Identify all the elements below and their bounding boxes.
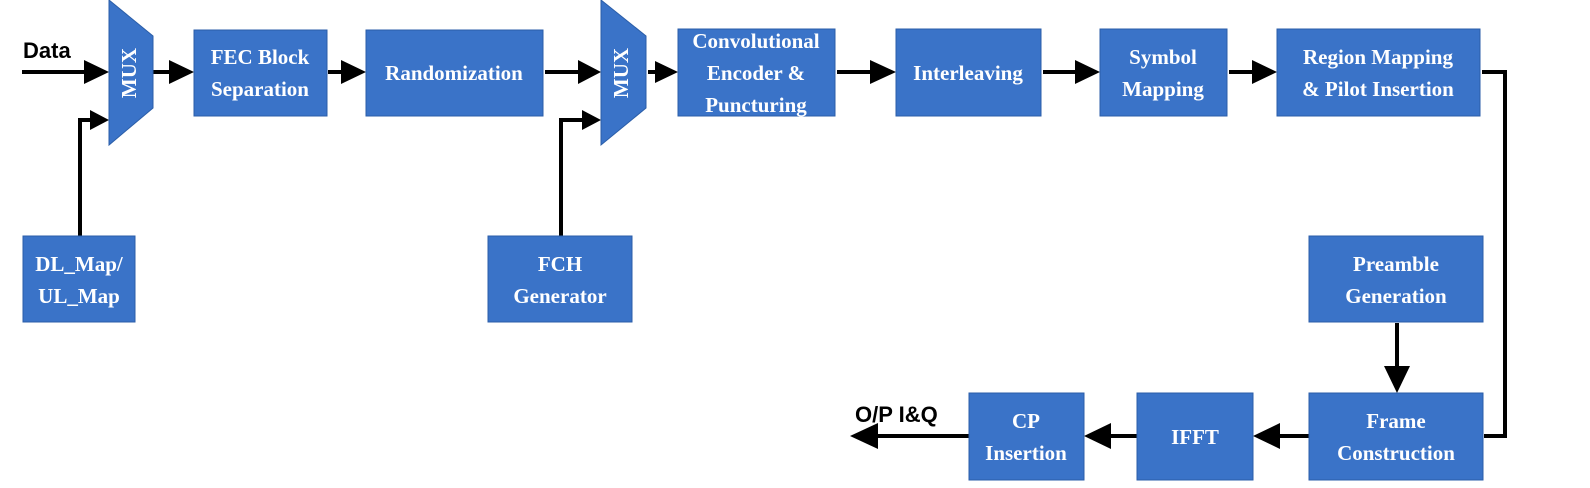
block-label-line: Puncturing bbox=[705, 93, 807, 117]
block-label-line: Encoder & bbox=[707, 61, 805, 85]
region-mapping-block-label: Region Mapping & Pilot Insertion bbox=[1302, 45, 1454, 101]
arrowhead bbox=[1075, 60, 1100, 84]
arrowhead bbox=[578, 60, 601, 84]
block-label-line: FCH bbox=[538, 252, 582, 276]
block-label-line: IFFT bbox=[1171, 425, 1219, 449]
dl-ul-map-block-label: DL_Map/UL_Map bbox=[35, 252, 124, 308]
randomization-block: Randomization bbox=[365, 29, 544, 117]
arrowhead bbox=[84, 60, 109, 84]
region-mapping-block: Region Mapping & Pilot Insertion bbox=[1276, 28, 1481, 117]
wire-dlmap-to-mux1 bbox=[78, 118, 92, 236]
block-label-line: Region Mapping bbox=[1303, 45, 1453, 69]
block-label-line: Construction bbox=[1337, 441, 1455, 465]
data-input-label: Data bbox=[23, 38, 71, 63]
arrowhead bbox=[655, 61, 678, 83]
block-label-line: Insertion bbox=[985, 441, 1067, 465]
arrowhead bbox=[870, 60, 896, 84]
arrowhead bbox=[169, 60, 194, 84]
arrowhead bbox=[582, 110, 601, 130]
interleaving-block-label: Interleaving bbox=[913, 61, 1023, 85]
interleaving-block: Interleaving bbox=[895, 28, 1042, 117]
mux-2: MUX bbox=[600, 0, 647, 147]
ifft-block: IFFT bbox=[1136, 392, 1254, 481]
block-label-line: FEC Block bbox=[211, 45, 310, 69]
block-label-line: Separation bbox=[211, 77, 309, 101]
wire-fch-to-mux2 bbox=[559, 118, 585, 236]
block-label-line: Mapping bbox=[1122, 77, 1204, 101]
arrowheads bbox=[84, 60, 1410, 449]
arrowhead bbox=[850, 423, 878, 449]
arrowhead bbox=[1252, 60, 1277, 84]
fch-generator-block-label: FCH Generator bbox=[513, 252, 606, 308]
output-iq-label: O/P I&Q bbox=[855, 402, 938, 427]
block-label-line: UL_Map bbox=[38, 284, 120, 308]
block-label-line: Convolutional bbox=[692, 29, 819, 53]
mux-1-label: MUX bbox=[117, 48, 141, 98]
block-label-line: & Pilot Insertion bbox=[1302, 77, 1454, 101]
block-label-line: Preamble bbox=[1353, 252, 1439, 276]
arrowhead bbox=[341, 60, 366, 84]
arrowhead bbox=[1384, 366, 1410, 393]
block-label-line: Generator bbox=[513, 284, 606, 308]
arrowhead bbox=[1084, 423, 1111, 449]
block-label-line: Interleaving bbox=[913, 61, 1023, 85]
dl-ul-map-block: DL_Map/UL_Map bbox=[22, 235, 136, 323]
block-label-line: Generation bbox=[1345, 284, 1447, 308]
cp-insertion-block: CP Insertion bbox=[968, 392, 1085, 481]
block-label-line: DL_Map/ bbox=[35, 252, 124, 276]
block-label-line: Frame bbox=[1366, 409, 1425, 433]
randomization-block-label: Randomization bbox=[385, 61, 523, 85]
cp-insertion-block-label: CP Insertion bbox=[985, 409, 1067, 465]
connections bbox=[22, 70, 1507, 438]
arrowhead bbox=[90, 110, 109, 130]
wire-region-to-frame bbox=[1482, 70, 1507, 438]
mux-2-label: MUX bbox=[609, 48, 633, 98]
fch-generator-block: FCH Generator bbox=[487, 235, 633, 323]
block-label-line: CP bbox=[1012, 409, 1040, 433]
block-label-line: Randomization bbox=[385, 61, 523, 85]
block-label-line: Symbol bbox=[1129, 45, 1197, 69]
arrowhead bbox=[1253, 423, 1280, 449]
mux-1: MUX bbox=[108, 0, 154, 147]
ifft-block-label: IFFT bbox=[1171, 425, 1219, 449]
